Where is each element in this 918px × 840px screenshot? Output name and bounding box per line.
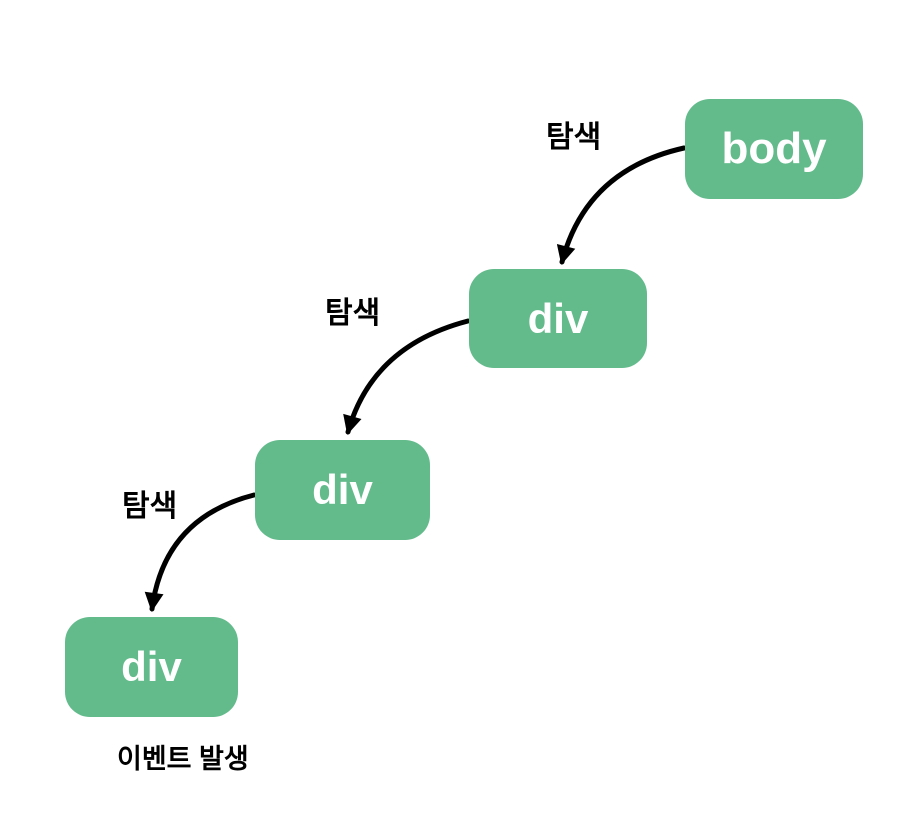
edge-label-traverse-2: 탐색 xyxy=(325,297,381,330)
node-body-label: body xyxy=(721,124,827,173)
node-body: body xyxy=(685,99,863,199)
edge-label-traverse-3: 탐색 xyxy=(122,490,178,523)
edge-label-traverse-1: 탐색 xyxy=(546,121,602,154)
node-div-3-label: div xyxy=(121,643,182,690)
node-div-3: div xyxy=(65,617,238,717)
node-div-1: div xyxy=(469,269,647,368)
node-div-2-label: div xyxy=(312,466,373,513)
arrow-div1-to-div2 xyxy=(343,318,471,435)
node-div-2: div xyxy=(255,440,430,540)
arrow-body-to-div1 xyxy=(556,145,687,265)
node-div-1-label: div xyxy=(527,294,589,342)
event-origin-caption: 이벤트 발생 xyxy=(117,744,249,774)
